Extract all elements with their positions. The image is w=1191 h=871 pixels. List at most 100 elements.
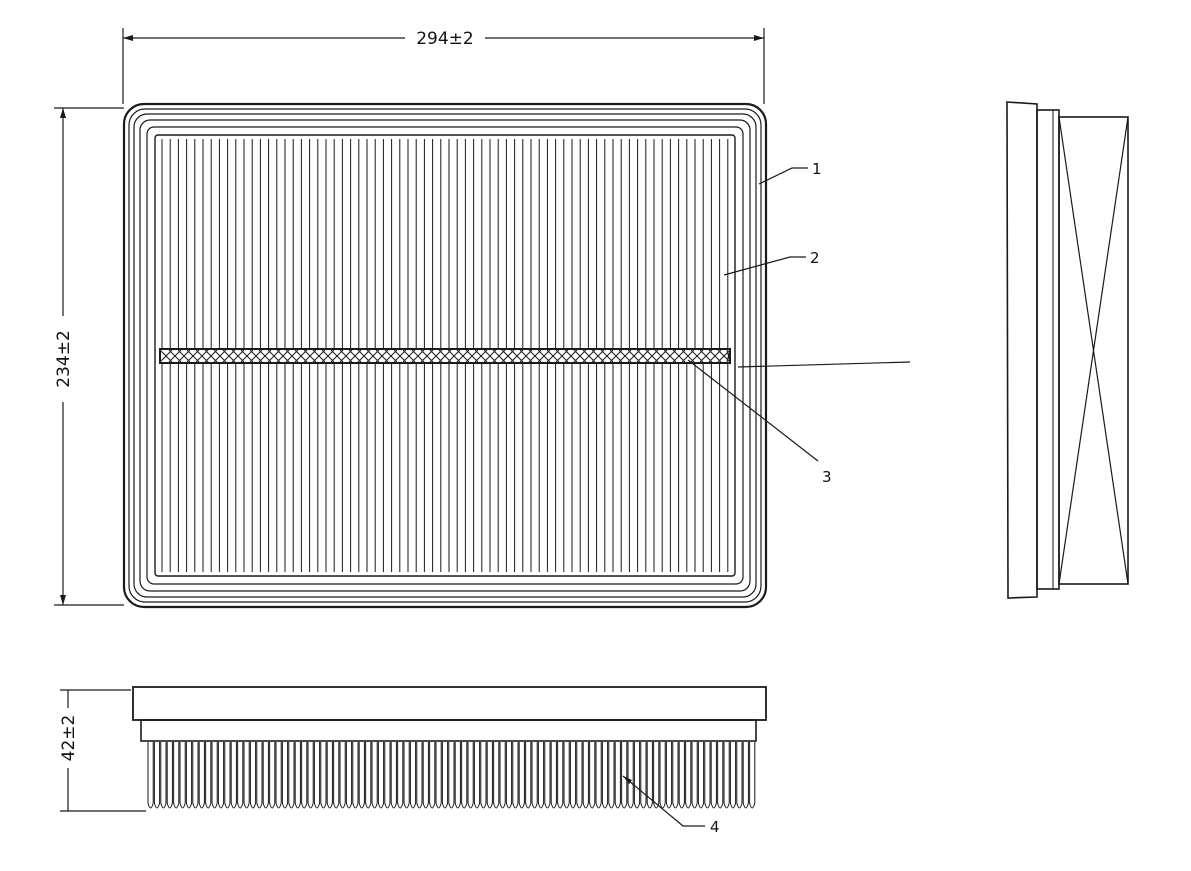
callout-3-label: 3 [822, 468, 832, 486]
callout-4: 4 [622, 775, 720, 836]
pleat-loop [461, 742, 468, 809]
pleat-loop [288, 742, 295, 809]
hatch-line [249, 349, 263, 363]
pleat-loop [166, 742, 173, 809]
pleat-loop [160, 742, 167, 809]
hatch-line [276, 349, 290, 363]
pleat-loop [454, 742, 461, 809]
hatch-line [357, 349, 371, 363]
depth-dimension: 42±2 [59, 689, 146, 812]
pleat-loop [429, 742, 436, 809]
pleat-loop [281, 742, 289, 809]
hatch-line [618, 349, 632, 363]
pleat-loop [537, 742, 545, 809]
pleat-loop [249, 742, 257, 809]
hatch-line [258, 349, 272, 363]
hatch-line [213, 349, 227, 363]
pleat-loop [217, 742, 225, 809]
pleat-loop [205, 742, 212, 809]
callout-1-label: 1 [812, 160, 822, 178]
hatch-line [312, 349, 326, 363]
pleat-loop [403, 742, 410, 809]
pleat-loop [377, 742, 385, 809]
hatch-line [204, 349, 218, 363]
hatch-line [402, 349, 416, 363]
hatch-line [555, 349, 569, 363]
hatch-line [609, 349, 623, 363]
pleat-loop [601, 742, 609, 809]
hatch-line [690, 349, 704, 363]
hatch-line [366, 349, 380, 363]
hatch-line [726, 349, 731, 363]
hatch-line [654, 349, 668, 363]
hatch-line [339, 349, 353, 363]
pleat-loop [589, 742, 596, 809]
front-view [122, 102, 768, 609]
pleat-loop [531, 742, 538, 809]
hatch-line [600, 349, 614, 363]
pleat-loop [467, 742, 474, 809]
pleat-loop [294, 742, 301, 809]
depth-dimension-label: 42±2 [59, 715, 79, 762]
pleat-loop [198, 742, 205, 809]
pleat-loop [685, 742, 692, 809]
pleat-loop [269, 742, 276, 809]
hatch-line [699, 349, 713, 363]
hatch-line [195, 349, 209, 363]
hatch-line [447, 349, 461, 363]
hatch-line [582, 349, 596, 363]
width-dimension: 294±2 [122, 28, 765, 104]
pleat-loop [358, 742, 365, 809]
bottom-view [132, 686, 767, 809]
hatch-line [222, 349, 236, 363]
pleat-loop [659, 742, 666, 809]
callout-3: 3 [687, 359, 911, 486]
pleat-loop [544, 742, 551, 809]
pleat-loop [717, 742, 724, 809]
hatch-line [294, 349, 308, 363]
pleat-loop [608, 742, 615, 809]
hatch-line [528, 349, 542, 363]
pleat-loop [173, 742, 180, 809]
hatch-line [546, 349, 560, 363]
pleat-loop [192, 742, 199, 809]
hatch-line [231, 349, 245, 363]
pleat-loop [640, 742, 647, 809]
pleat-loop [723, 742, 730, 809]
pleat-loop [390, 742, 397, 809]
pleat-loop [435, 742, 442, 809]
hatch-line [186, 349, 200, 363]
pleat-loop [313, 742, 321, 809]
hatch-line [438, 349, 452, 363]
pleat-loop [473, 742, 481, 809]
pleat-loop [691, 742, 698, 809]
hatch-line [573, 349, 587, 363]
pleat-loop [749, 742, 756, 809]
pleat-loop [742, 742, 749, 809]
pleat-loop [563, 742, 570, 809]
pleat-loop [678, 742, 685, 809]
pleat-loop [486, 742, 493, 809]
pleat-loop [320, 742, 327, 809]
hatch-line [519, 349, 533, 363]
callout-2: 2 [723, 249, 820, 276]
hatch-line [591, 349, 605, 363]
pleat-loop [211, 742, 218, 809]
hatch-line [168, 349, 182, 363]
hatch-line [420, 349, 434, 363]
pleat-loop [627, 742, 634, 809]
pleat-loop [653, 742, 660, 809]
hatch-line [348, 349, 362, 363]
hatch-line [375, 349, 389, 363]
reinforcement-strip-hatch [159, 348, 731, 364]
hatch-line [645, 349, 659, 363]
pleat-loop [569, 742, 577, 809]
pleat-loop [525, 742, 532, 809]
hatch-line [465, 349, 479, 363]
hatch-line [681, 349, 695, 363]
pleat-loop [704, 742, 711, 809]
pleat-loop [326, 742, 333, 809]
hatch-line [474, 349, 488, 363]
pleat-loop [352, 742, 359, 809]
